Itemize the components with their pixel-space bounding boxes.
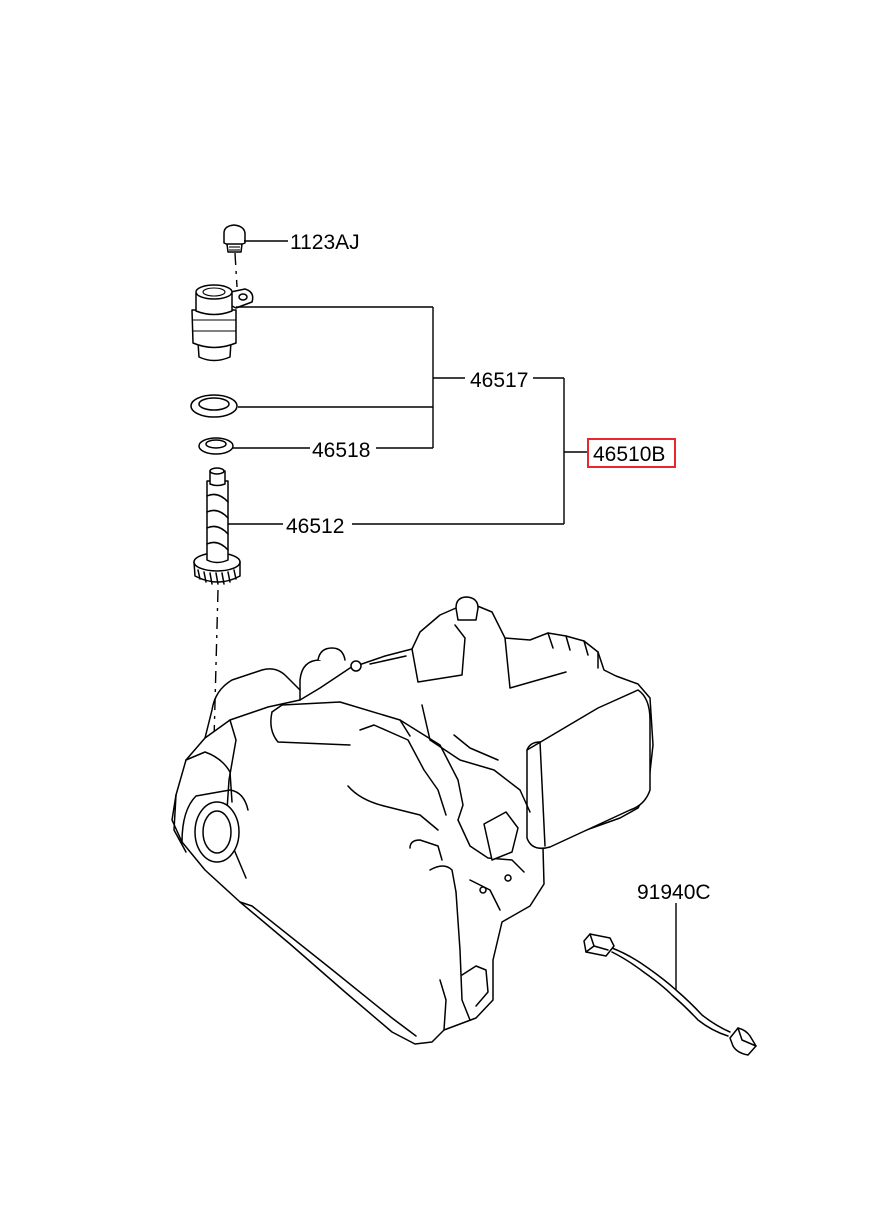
gear-axis: [213, 589, 219, 741]
o-ring-part: [198, 437, 234, 455]
label-46510B[interactable]: 46510B: [593, 443, 665, 466]
label-1123AJ[interactable]: 1123AJ: [290, 231, 360, 254]
bolt-part: [223, 224, 246, 253]
label-46512[interactable]: 46512: [286, 515, 344, 538]
label-46517[interactable]: 46517: [470, 369, 528, 392]
bolt-axis: [234, 252, 238, 288]
driven-gear-part: [193, 467, 241, 585]
label-46518[interactable]: 46518: [312, 439, 370, 462]
transaxle-housing: [171, 596, 654, 1045]
label-91940C[interactable]: 91940C: [637, 881, 711, 904]
harness-part: [583, 933, 757, 1056]
leader-lines: [228, 306, 588, 525]
highlight-box: [587, 438, 676, 468]
speed-sensor-part: [191, 284, 254, 362]
sensor-ring-part: [190, 394, 238, 418]
